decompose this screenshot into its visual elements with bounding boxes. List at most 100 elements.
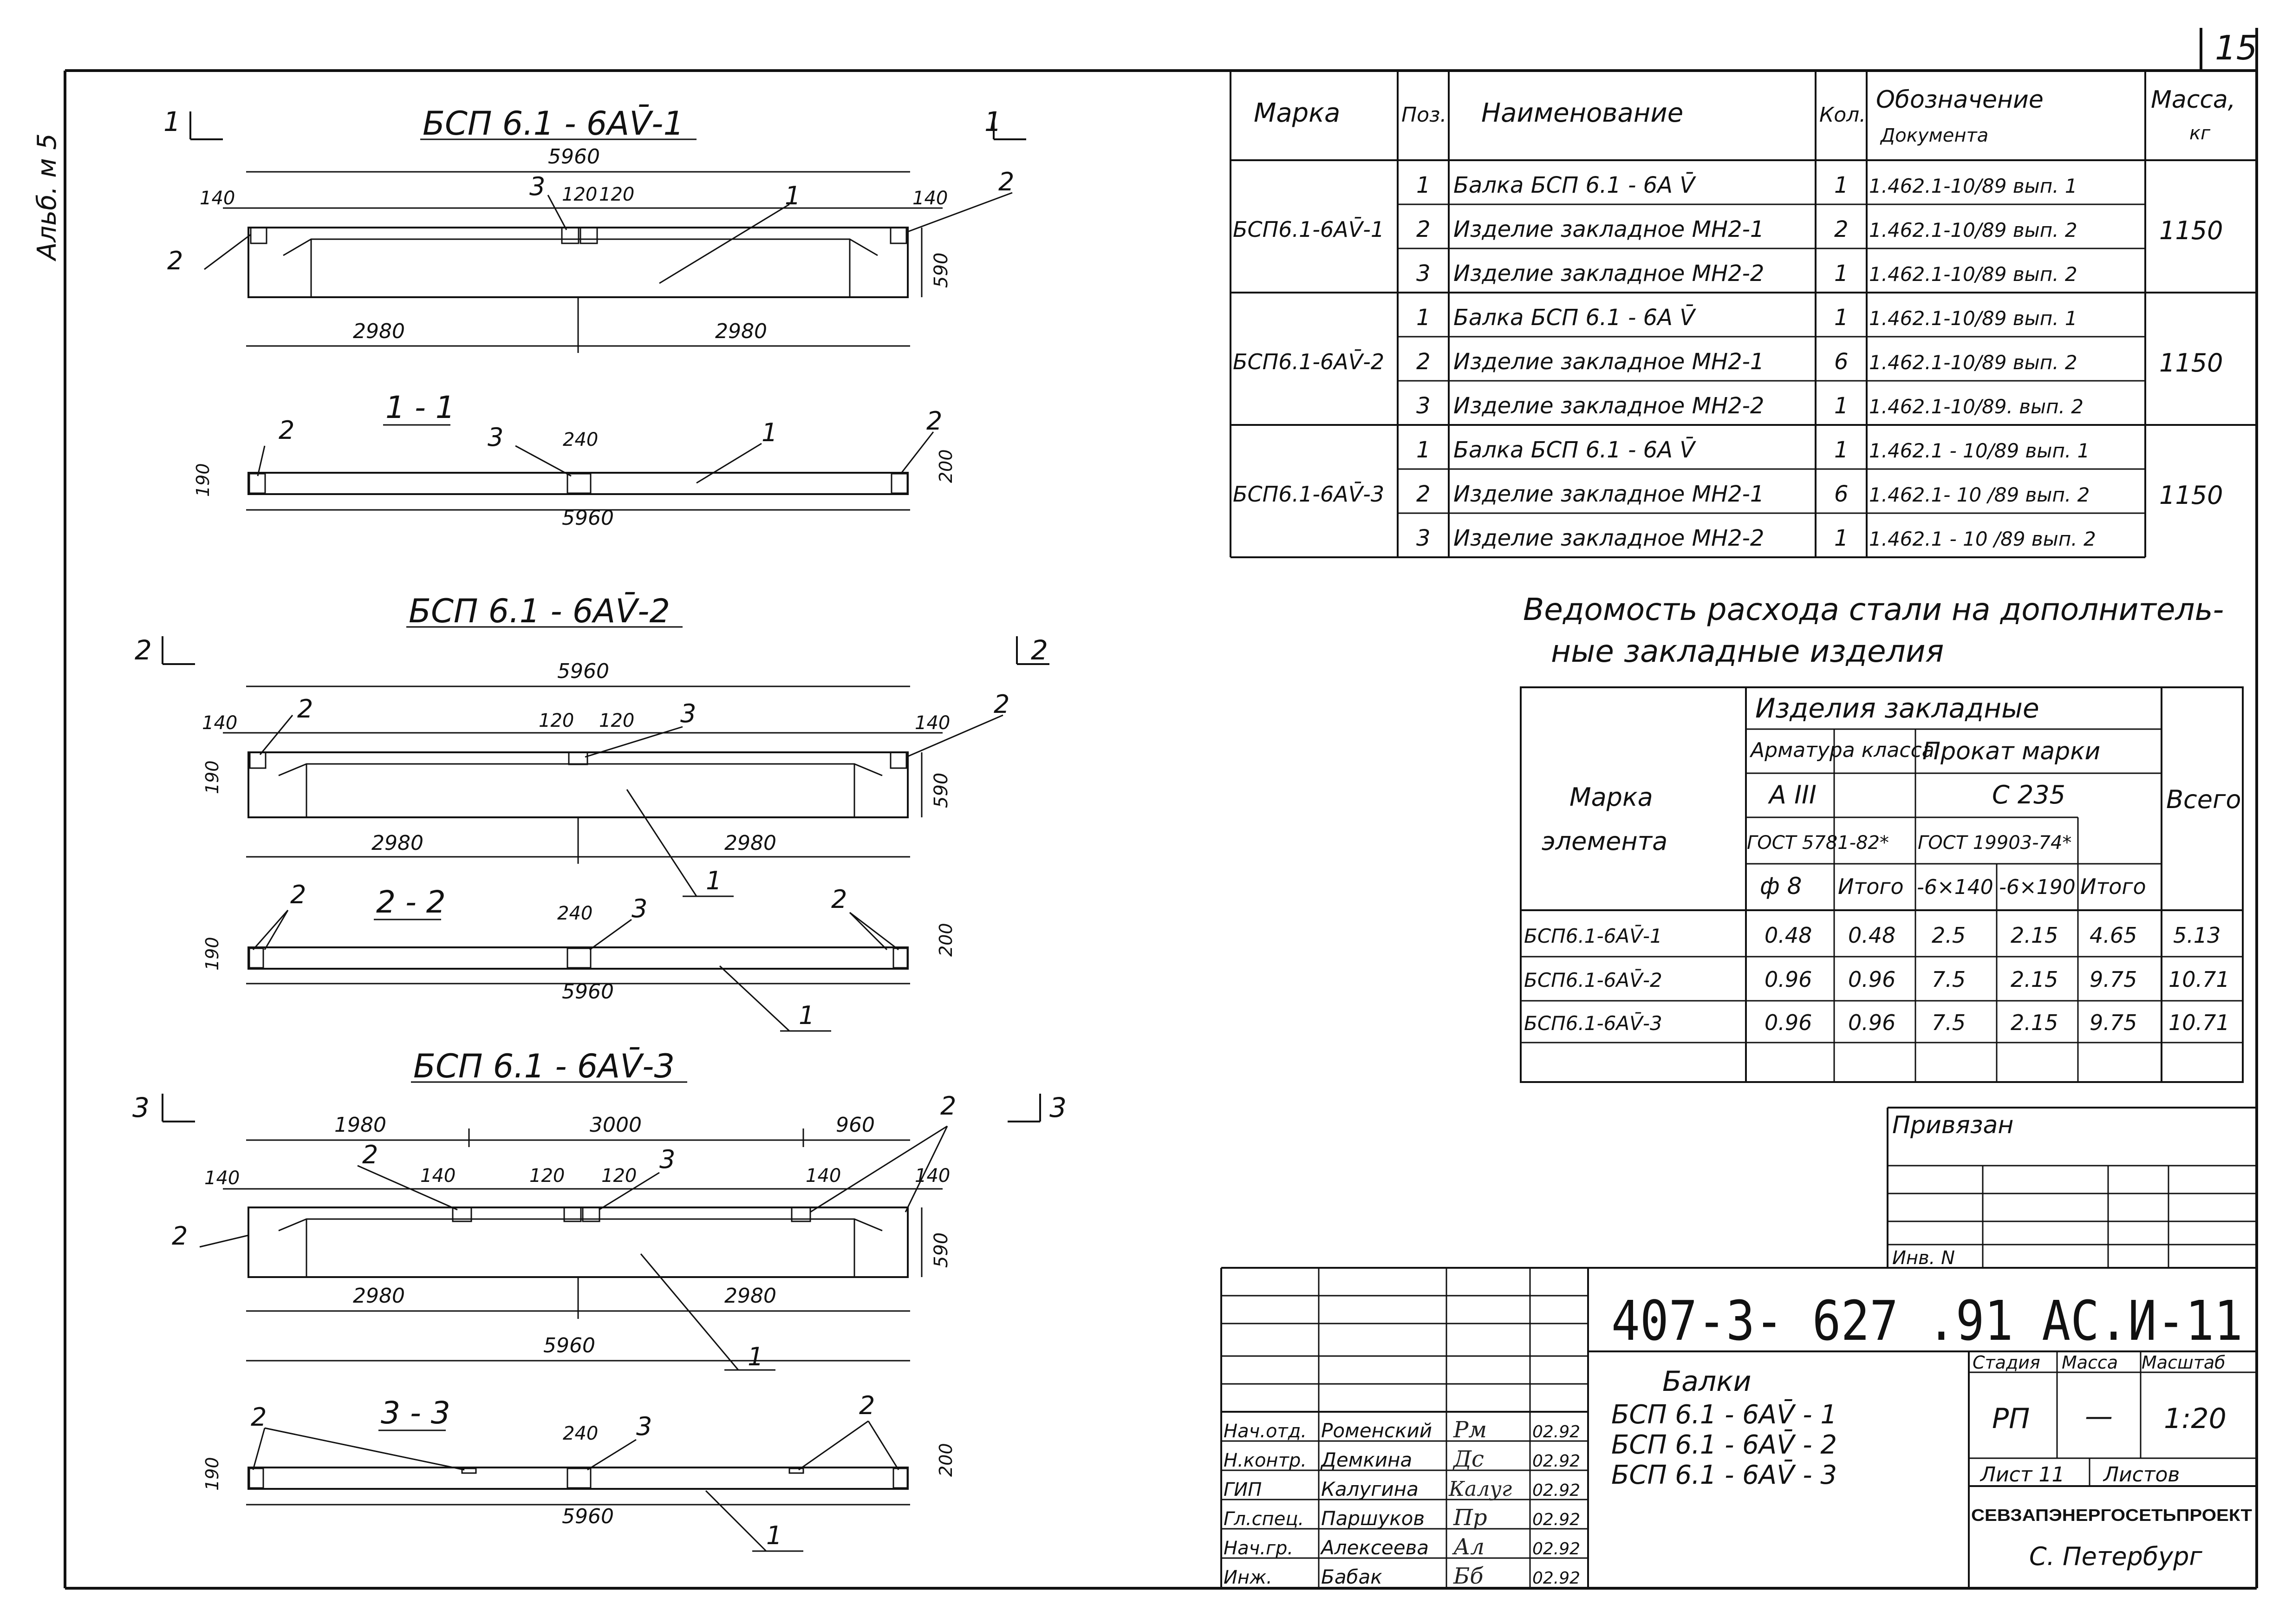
spec-g2-r2-name: Изделие закладное МН2-1 <box>1453 349 1764 375</box>
staff-name: Алексеева <box>1320 1536 1429 1559</box>
steel-title-1: Ведомость расхода стали на дополнитель- <box>1523 592 2224 627</box>
spec-g1-r1-qty: 1 <box>1834 172 1849 198</box>
staff-name: Паршуков <box>1321 1507 1425 1530</box>
steel-h-gost2: ГОСТ 19903-74* <box>1918 832 2071 854</box>
beam-2-half-right: 2980 <box>724 831 776 855</box>
spec-g3-r2-qty: 6 <box>1834 481 1849 507</box>
spec-g1-r3-qty: 1 <box>1834 261 1849 287</box>
beam-1-mid-a: 120 <box>562 184 597 205</box>
spec-h-pos: Поз. <box>1401 103 1446 127</box>
beam-3-length: 5960 <box>543 1334 595 1357</box>
spec-g1-mass: 1150 <box>2159 216 2223 245</box>
spec-g2-r2-doc: 1.462.1-10/89 вып. 2 <box>1869 351 2077 374</box>
section-2-h-right: 200 <box>936 923 956 957</box>
beam-2-height: 590 <box>931 773 952 808</box>
spec-table: Марка Поз. Наименование Кол. Обозначение… <box>1230 71 2258 558</box>
beam-3-seg-left: 1980 <box>334 1113 386 1137</box>
steel-h-rebar: Арматура класса <box>1749 738 1934 762</box>
section-mark-left-1: 1 <box>163 106 181 137</box>
beam-3-seg-right: 960 <box>836 1113 875 1137</box>
steel-h-gost1: ГОСТ 5781-82* <box>1747 832 1889 854</box>
steel-r1-v1: 0.48 <box>1765 923 1812 948</box>
spec-g3-r3-qty: 1 <box>1834 525 1849 551</box>
spec-g2-r2-pos: 2 <box>1416 349 1431 375</box>
beam-3-end-left: 140 <box>204 1167 240 1189</box>
steel-r3-v6: 10.71 <box>2168 1010 2230 1035</box>
spec-g3-r3-pos: 3 <box>1416 525 1431 551</box>
spec-g2-mark: БСП6.1-6АV̄-2 <box>1233 349 1384 374</box>
sheet-number: Лист 11 <box>1979 1463 2064 1487</box>
beam-3-title: БСП 6.1 - 6АV̄-3 <box>413 1047 675 1085</box>
section-1-title: 1 - 1 <box>385 390 455 425</box>
doc-line-3: БСП 6.1 - 6АV̄ - 3 <box>1611 1460 1837 1490</box>
steel-r3-v5: 9.75 <box>2090 1010 2137 1035</box>
staff-date: 02.92 <box>1532 1569 1580 1588</box>
staff-name: Демкина <box>1320 1448 1412 1471</box>
spec-g2-r3-name: Изделие закладное МН2-2 <box>1453 393 1764 419</box>
beam-1-callout-mid: 3 <box>529 172 545 201</box>
staff-signature: Дс <box>1452 1446 1484 1472</box>
beam-3-inner-right: 140 <box>806 1165 841 1187</box>
steel-title-2: ные закладные изделия <box>1551 633 1944 669</box>
steel-r1-v5: 4.65 <box>2090 923 2137 948</box>
doc-code: 407-3- 627 .91 АС.И-11 <box>1611 1289 2243 1353</box>
steel-r2-v3: 7.5 <box>1932 967 1966 992</box>
spec-g3-mass: 1150 <box>2159 481 2223 510</box>
section-1-h-right: 200 <box>936 449 956 483</box>
staff-role: Нач.отд. <box>1224 1421 1307 1442</box>
steel-r2-v5: 9.75 <box>2090 967 2137 992</box>
beam-1-half-left: 2980 <box>353 320 405 343</box>
section-1-c-mid: 3 <box>488 423 503 452</box>
steel-h-rolled: Прокат марки <box>1922 737 2100 765</box>
staff-signature: Бб <box>1453 1563 1484 1589</box>
beam-3-height: 590 <box>931 1233 952 1268</box>
staff-role: Гл.спец. <box>1224 1508 1304 1530</box>
beam-2-mid-a: 120 <box>539 710 574 731</box>
section-mark-left-2: 2 <box>135 634 152 666</box>
steel-r2-v2: 0.96 <box>1848 967 1895 992</box>
section-1-h-left: 190 <box>193 463 213 497</box>
beam-3-end-right: 140 <box>915 1165 950 1187</box>
spec-g1-r2-name: Изделие закладное МН2-1 <box>1453 216 1764 242</box>
staff-role: Н.контр. <box>1224 1450 1307 1471</box>
steel-r3-v2: 0.96 <box>1848 1010 1895 1035</box>
beam-2-callout-left: 2 <box>297 694 313 724</box>
beam-2-callout-right: 2 <box>994 690 1009 719</box>
section-3-c-right: 2 <box>859 1391 875 1420</box>
spec-g2-r3-pos: 3 <box>1416 393 1431 419</box>
section-3-c-body: 1 <box>766 1521 782 1550</box>
steel-r3-v4: 2.15 <box>2011 1010 2058 1035</box>
beam-2-end-right: 140 <box>915 712 950 734</box>
mass-header: Масса <box>2062 1352 2118 1373</box>
section-1-width-mid: 240 <box>563 429 598 450</box>
spec-g3-r1-name: Балка БСП 6.1 - 6А V̄ <box>1453 437 1696 463</box>
section-2-h-left: 190 <box>202 937 222 971</box>
doc-title: Балки <box>1662 1365 1752 1398</box>
beam-3-seg-mid: 3000 <box>590 1113 642 1137</box>
beam-3-callout-inner: 2 <box>362 1140 378 1169</box>
steel-r1-v6: 5.13 <box>2173 923 2220 948</box>
section-3-length: 5960 <box>562 1505 614 1528</box>
section-3-h-left: 190 <box>202 1457 222 1491</box>
beam-3-callout-mid: 3 <box>659 1145 675 1174</box>
steel-col-4: -6×190 <box>1999 875 2076 899</box>
spec-g2-r1-doc: 1.462.1-10/89 вып. 1 <box>1869 307 2077 330</box>
steel-r3-v1: 0.96 <box>1765 1010 1812 1035</box>
staff-date: 02.92 <box>1532 1510 1580 1529</box>
spec-g2-r3-doc: 1.462.1-10/89. вып. 2 <box>1869 395 2084 418</box>
beam-2-callout-mid: 3 <box>680 699 696 728</box>
beam-3-callout-right: 2 <box>940 1091 956 1121</box>
steel-r3-mark: БСП6.1-6АV̄-3 <box>1524 1011 1662 1035</box>
staff-row-6: Инж. Бабак Бб 02.92 <box>1224 1563 1580 1589</box>
section-3-3: 3 - 3 5960 240 190 200 2 3 1 2 <box>202 1391 956 1552</box>
section-1-length: 5960 <box>562 506 614 530</box>
spec-g1-r2-pos: 2 <box>1416 216 1431 242</box>
steel-table: Ведомость расхода стали на дополнитель- … <box>1520 592 2244 1083</box>
beam-1-callout-left: 2 <box>167 246 183 275</box>
spec-g3-r2-pos: 2 <box>1416 481 1431 507</box>
spec-g2-r2-qty: 6 <box>1834 349 1849 375</box>
section-2-width-mid: 240 <box>557 903 593 924</box>
section-2-c-body: 1 <box>799 1001 814 1030</box>
steel-col-3: -6×140 <box>1917 875 1993 899</box>
